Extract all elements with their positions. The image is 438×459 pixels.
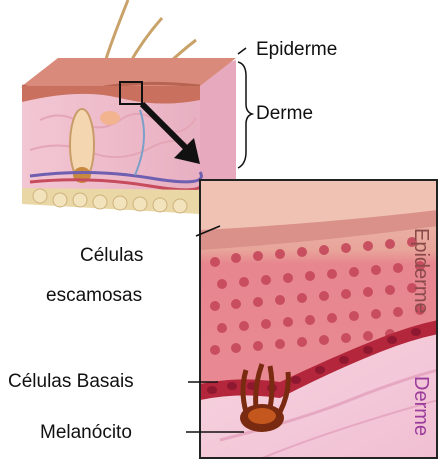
inset-label-derme: Derme xyxy=(409,376,432,436)
label-celulas-basais: Células Basais xyxy=(8,370,134,394)
label-celulas-escamosas-line1: Células xyxy=(80,244,143,268)
epiderme-pointer-line xyxy=(238,48,246,54)
label-celulas-escamosas-line2: escamosas xyxy=(46,284,142,308)
derme-bracket xyxy=(238,62,252,168)
magnified-inset xyxy=(200,180,438,459)
label-melanocito: Melanócito xyxy=(40,421,132,445)
label-derme: Derme xyxy=(256,102,313,126)
inset-label-epiderme: Epiderme xyxy=(409,228,432,314)
label-epiderme: Epiderme xyxy=(256,38,337,62)
